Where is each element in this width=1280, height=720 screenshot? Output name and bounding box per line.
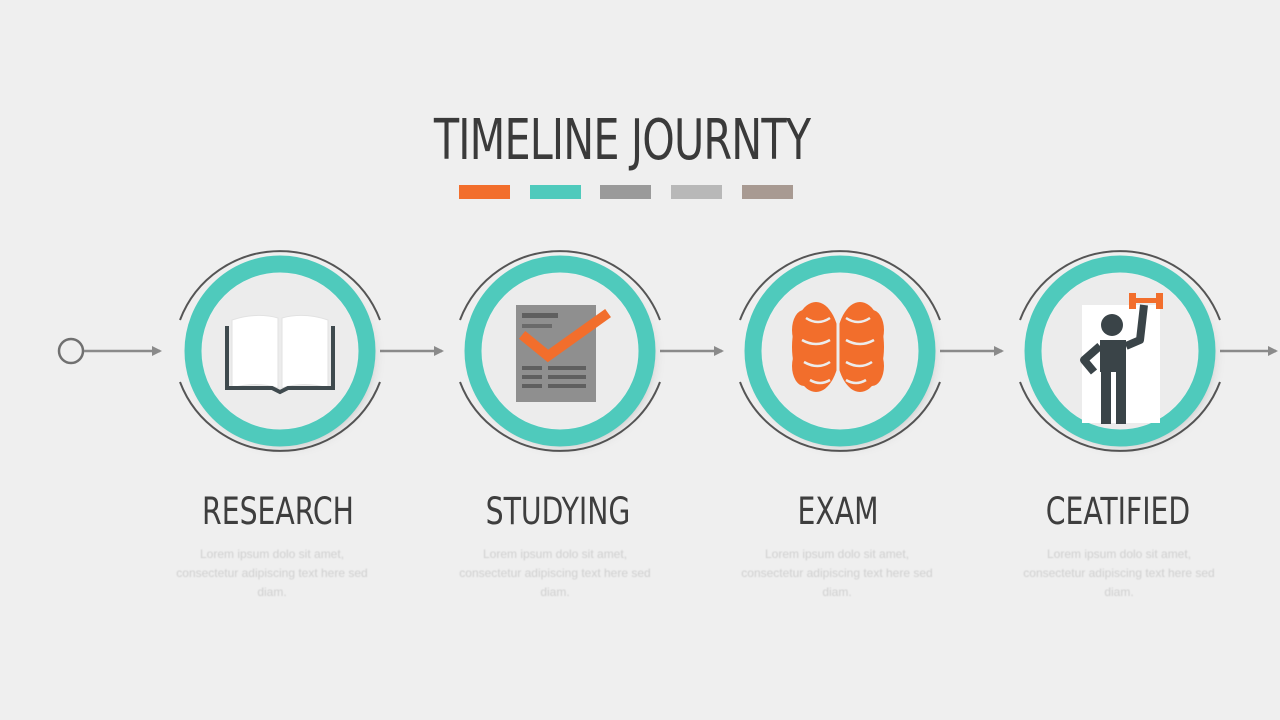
- outer-arc: [739, 250, 941, 321]
- step-description-certified: Lorem ipsum dolo sit amet, consectetur a…: [1023, 547, 1215, 599]
- step-description-exam: Lorem ipsum dolo sit amet, consectetur a…: [741, 547, 933, 599]
- teal-ring: [1024, 255, 1216, 447]
- step-label-research: RESEARCH: [202, 490, 354, 533]
- timeline-start-node: [57, 337, 85, 365]
- step-label-exam: EXAM: [797, 490, 879, 533]
- swatch-5: [742, 185, 793, 199]
- step-node-studying: [459, 250, 661, 452]
- step-description-studying: Lorem ipsum dolo sit amet, consectetur a…: [459, 547, 651, 599]
- step-description-research: Lorem ipsum dolo sit amet, consectetur a…: [176, 547, 368, 599]
- outer-arc: [1019, 250, 1221, 321]
- swatch-3: [600, 185, 651, 199]
- step-label-studying: STUDYING: [485, 490, 631, 533]
- brain-icon: [792, 302, 884, 392]
- outer-arc: [459, 250, 661, 321]
- page-title: TIMELINE JOURNTY: [433, 108, 811, 173]
- checklist-document-icon: [516, 305, 611, 402]
- swatch-4: [671, 185, 722, 199]
- color-swatches: [459, 185, 799, 199]
- outer-arc: [1019, 381, 1221, 452]
- teal-ring: [184, 255, 376, 447]
- outer-arc: [459, 381, 661, 452]
- step-node-exam: [739, 250, 941, 452]
- step-node-certified: [1019, 250, 1221, 452]
- outer-arc: [739, 381, 941, 452]
- step-node-research: [179, 250, 381, 452]
- step-label-certified: CEATIFIED: [1045, 490, 1191, 533]
- outer-arc: [179, 250, 381, 321]
- open-book-icon: [225, 314, 335, 395]
- teal-ring: [744, 255, 936, 447]
- swatch-1: [459, 185, 510, 199]
- person-lifting-dumbbell-icon: [1080, 293, 1163, 424]
- swatch-2: [530, 185, 581, 199]
- teal-ring: [464, 255, 656, 447]
- outer-arc: [179, 381, 381, 452]
